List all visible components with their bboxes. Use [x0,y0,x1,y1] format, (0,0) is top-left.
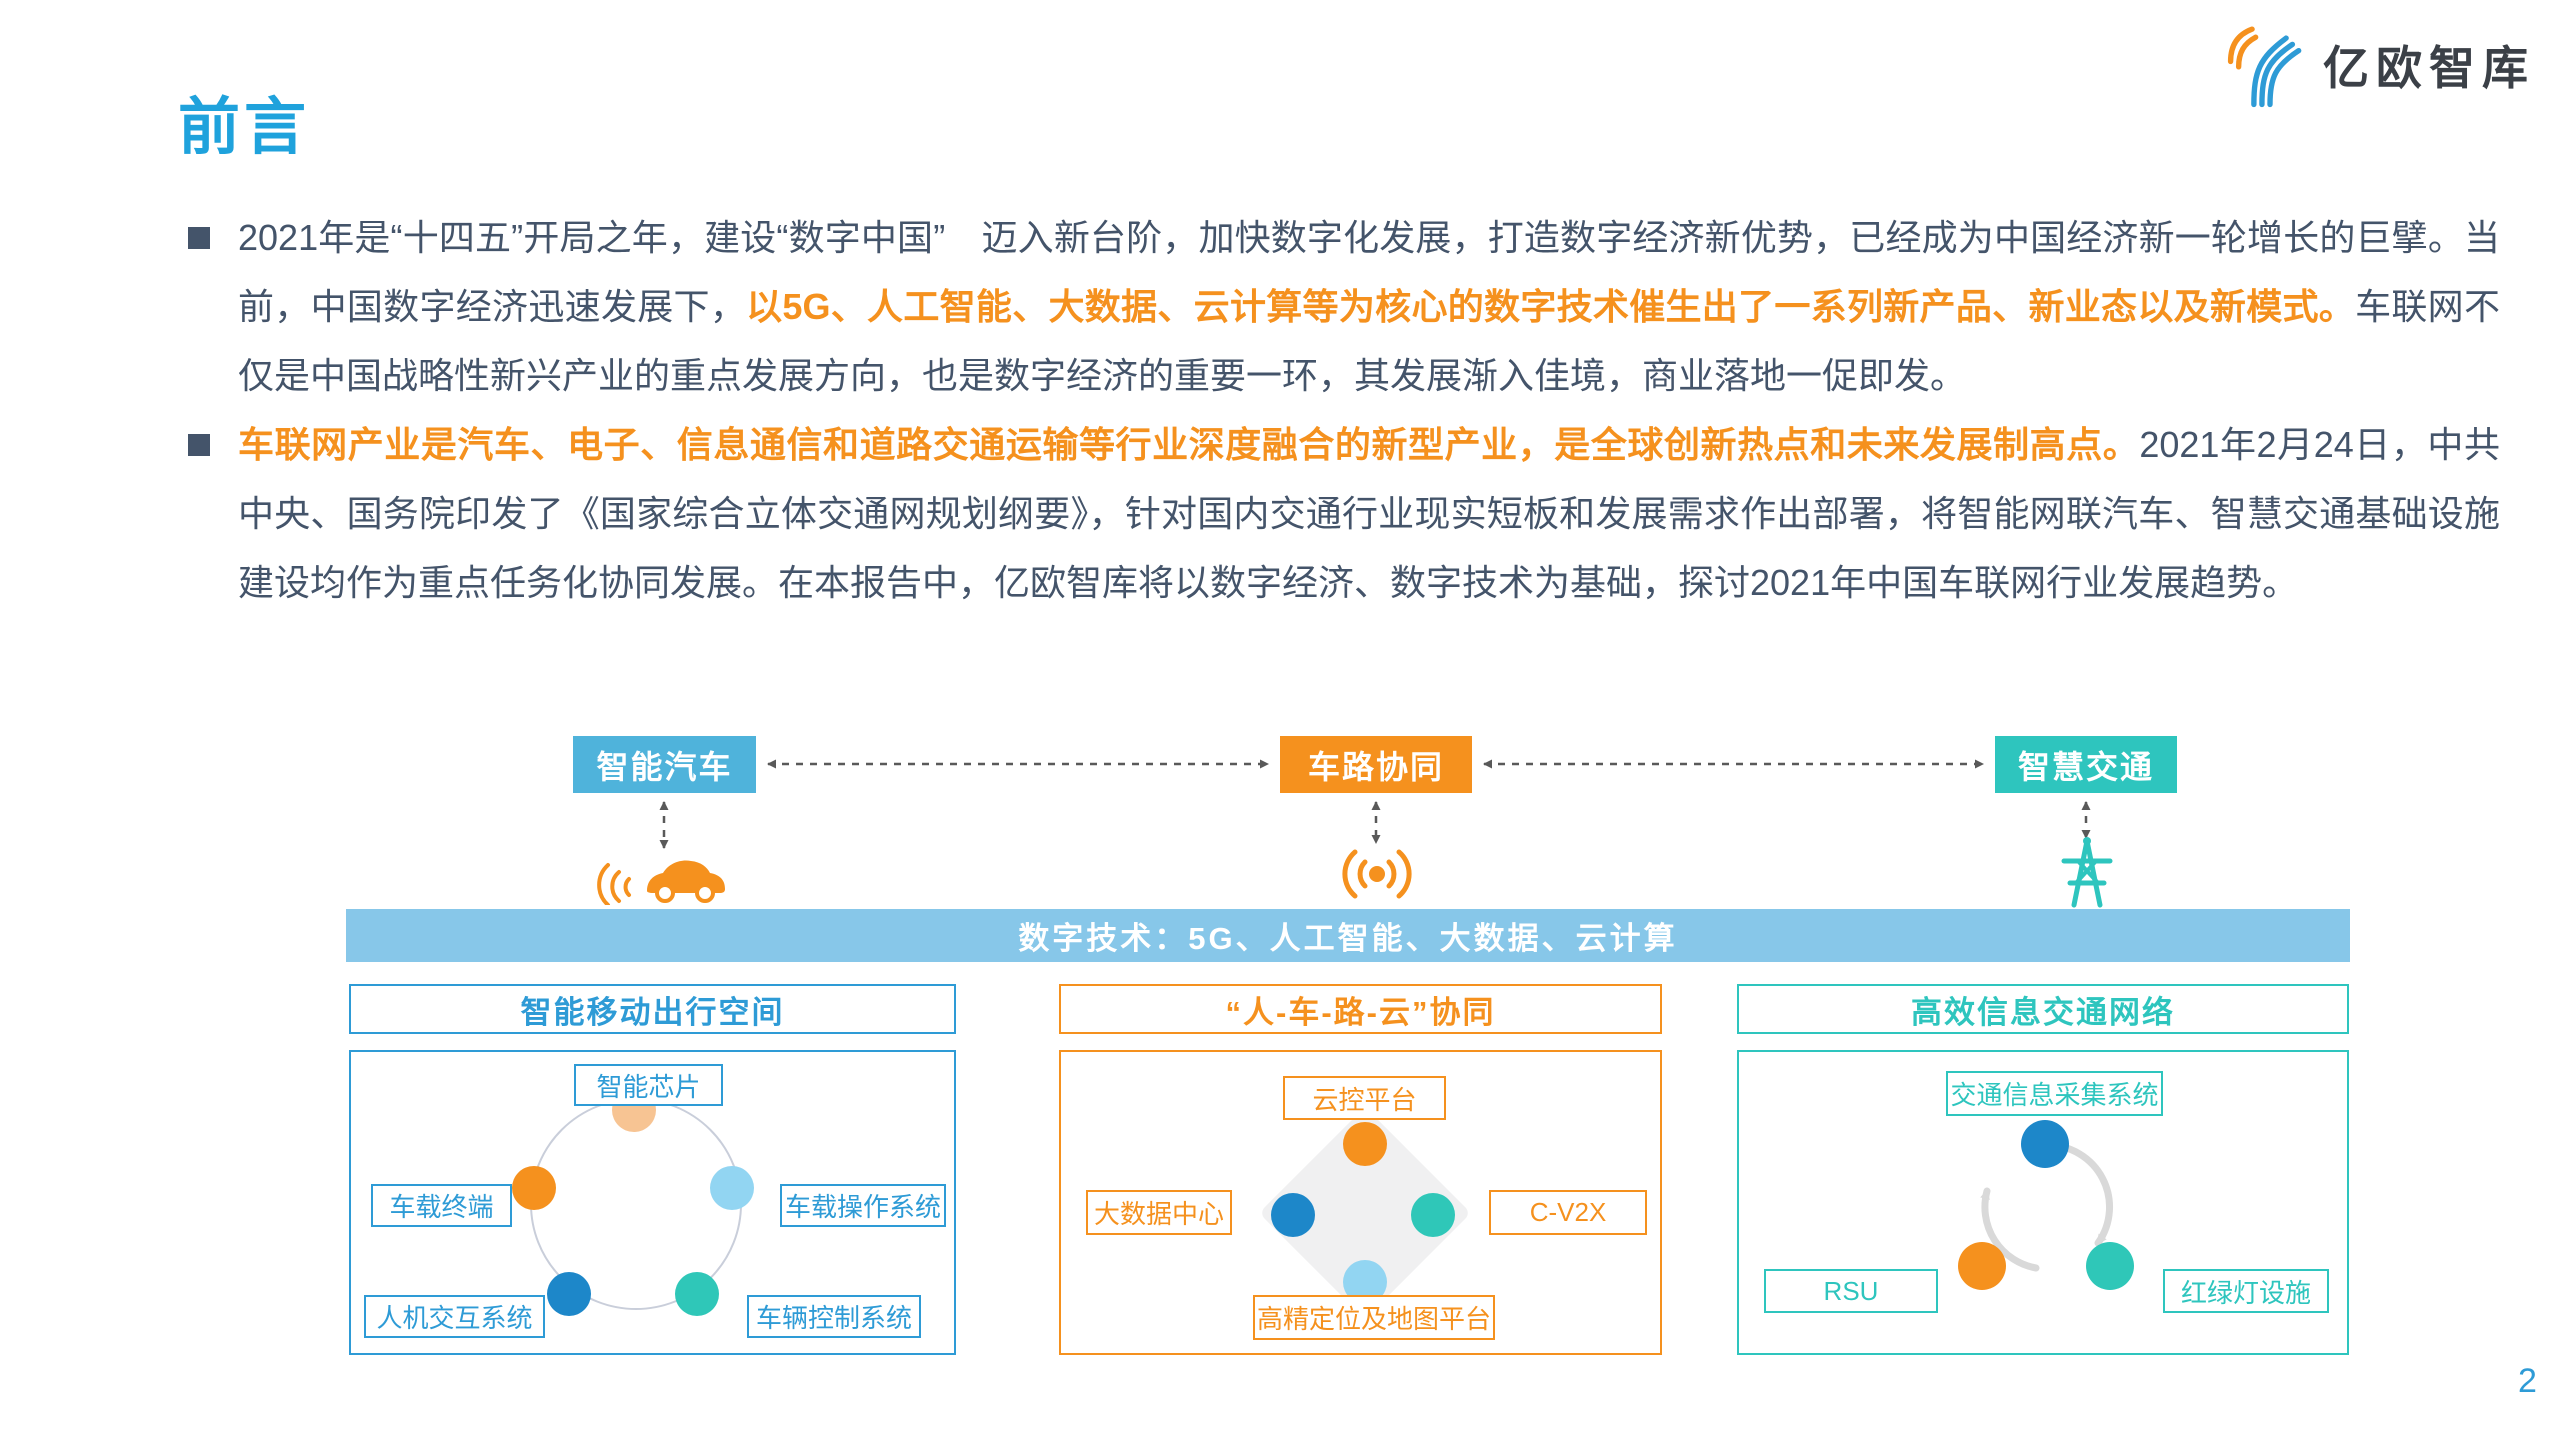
dot-traffic-info-collection [2021,1120,2069,1168]
label-text: 云控平台 [1312,1084,1417,1115]
node-label: 车路协同 [1307,748,1444,785]
label-smart-chip: 智能芯片 [574,1064,723,1106]
section-header-label: 高效信息交通网络 [1911,994,2175,1030]
dot-vehicle-control [675,1272,719,1316]
label-text: 车载终端 [389,1192,494,1222]
label-rsu: RSU [1764,1269,1938,1313]
banner-label: 数字技术：5G、人工智能、大数据、云计算 [1018,921,1678,956]
bullet-square-icon [188,227,210,249]
page-number: 2 [2518,1362,2537,1400]
dot-cloud-control [1343,1122,1387,1166]
highlighted-text-segment: 车联网产业是汽车、电子、信息通信和道路交通运输等行业深度融合的新型产业，是全球创… [238,424,2140,465]
label-vehicle-control: 车辆控制系统 [747,1295,921,1338]
logo-text: 亿欧智库 [2323,42,2535,94]
label-text: 交通信息采集系统 [1950,1080,2159,1110]
dot-vehicle-os [710,1166,754,1210]
section-header-label: 智能移动出行空间 [520,994,785,1030]
dot-rsu [1958,1242,2006,1290]
node-vehicle-road-coop: 车路协同 [1280,736,1472,793]
label-cv2x: C-V2X [1489,1190,1647,1235]
section-people-car-road-cloud: 云控平台 大数据中心 C-V2X 高精定位及地图平台 [1059,1050,1662,1355]
bullet-item: 车联网产业是汽车、电子、信息通信和道路交通运输等行业深度融合的新型产业，是全球创… [188,410,2500,617]
section-efficient-info-network: 交通信息采集系统 RSU 红绿灯设施 [1737,1050,2349,1355]
label-traffic-light-facility: 红绿灯设施 [2163,1269,2329,1313]
section-header-smart-mobility-space: 智能移动出行空间 [349,984,956,1034]
bullet-paragraph: 2021年是“十四五”开局之年，建设“数字中国” 迈入新台阶，加快数字化发展，打… [238,203,2500,410]
label-big-data-center: 大数据中心 [1086,1190,1232,1235]
label-cloud-control-platform: 云控平台 [1283,1076,1446,1120]
dot-hmi-system [547,1272,591,1316]
label-text: 智能芯片 [596,1071,701,1102]
digital-tech-banner: 数字技术：5G、人工智能、大数据、云计算 [346,909,2350,962]
dot-traffic-light [2086,1242,2134,1290]
node-smart-vehicle: 智能汽车 [573,736,756,793]
text-segment: 2021年是“十四五”开局之年，建设“数字中国” 迈入新台阶，加快数字化发展，打… [238,217,2500,327]
intro-text-block: 2021年是“十四五”开局之年，建设“数字中国” 迈入新台阶，加快数字化发展，打… [188,203,2500,617]
label-text: C-V2X [1529,1197,1607,1227]
label-text: 车辆控制系统 [755,1303,912,1333]
label-text: 人机交互系统 [376,1303,533,1333]
label-traffic-info-collection: 交通信息采集系统 [1946,1071,2163,1116]
label-vehicle-terminal: 车载终端 [371,1184,512,1227]
label-text: 红绿灯设施 [2180,1277,2311,1308]
section-header-label: “人-车-路-云”协同 [1225,994,1496,1030]
v2x-broadcast-icon [1342,849,1412,899]
node-label: 智慧交通 [2017,748,2154,785]
connected-car-icon [597,860,725,905]
highlighted-text-segment: 以5G、人工智能、大数据、云计算等为核心的数字技术催生出了一系列新产品、新业态以… [746,286,2356,327]
label-text: 车载操作系统 [784,1192,941,1222]
bullet-paragraph: 车联网产业是汽车、电子、信息通信和道路交通运输等行业深度融合的新型产业，是全球创… [238,410,2500,617]
bullet-item: 2021年是“十四五”开局之年，建设“数字中国” 迈入新台阶，加快数字化发展，打… [188,203,2500,410]
label-text: 大数据中心 [1093,1199,1224,1229]
label-text: RSU [1823,1275,1879,1306]
dot-big-data-center [1271,1193,1315,1237]
text-segment: 2021年2月24日，中共中央、国务院印发了《国家综合立体交通网规划纲要》，针对… [238,424,2500,603]
section-smart-mobility-space: 智能芯片 车载终端 车载操作系统 人机交互系统 车辆控制系统 [349,1050,956,1355]
node-label: 智能汽车 [596,748,733,785]
label-hd-positioning-map: 高精定位及地图平台 [1253,1295,1495,1340]
dot-cv2x [1411,1193,1455,1237]
eo-intelligence-logo: 亿欧智库 [2227,22,2535,108]
page-title: 前言 [178,93,311,162]
text-segment: 车联网不仅是中国战略性新兴产业的重点发展方向，也是数字经济的重要一环，其发展渐入… [238,286,2500,396]
label-text: 高精定位及地图平台 [1256,1304,1491,1334]
traffic-tower-icon [2061,837,2113,908]
section-header-efficient-info-network: 高效信息交通网络 [1737,984,2349,1034]
section-header-people-car-road-cloud: “人-车-路-云”协同 [1059,984,1662,1034]
node-smart-transport: 智慧交通 [1995,736,2177,793]
label-vehicle-os: 车载操作系统 [780,1184,946,1227]
eo-logo-mark-icon [2227,26,2302,108]
bullet-square-icon [188,434,210,456]
label-hmi-system: 人机交互系统 [364,1295,545,1338]
dot-vehicle-terminal [512,1166,556,1210]
